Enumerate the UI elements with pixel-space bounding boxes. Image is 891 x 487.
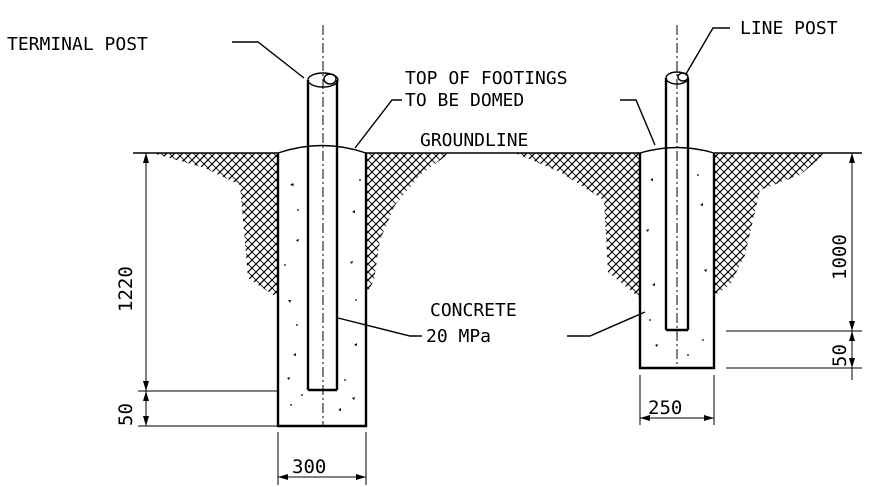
top-of-footings-label-2: TO BE DOMED [405,90,524,111]
leaders [232,27,730,337]
line-width-dim: 250 [648,397,682,419]
line-base-dim: 50 [829,344,851,367]
concrete-label-2: 20 MPa [426,326,491,347]
concrete-speckle [646,174,707,356]
terminal-base-dim: 50 [115,403,137,426]
groundline-label: GROUNDLINE [420,130,528,151]
line-depth-dim: 1000 [829,234,851,280]
line-post-footing [638,25,716,370]
terminal-width-dim: 300 [292,456,326,478]
terminal-post-label: TERMINAL POST [7,34,148,55]
line-post [664,71,690,332]
line-dimensions [639,153,862,425]
terminal-depth-dim: 1220 [115,266,137,312]
concrete-speckle [284,179,361,411]
terminal-post-footing [276,25,368,428]
terminal-dimensions [138,153,367,485]
terminal-post [306,72,339,392]
line-post-label: LINE POST [740,18,838,39]
concrete-label-1: CONCRETE [430,300,517,321]
soil-hatch [152,153,826,298]
top-of-footings-label-1: TOP OF FOOTINGS [405,68,568,89]
